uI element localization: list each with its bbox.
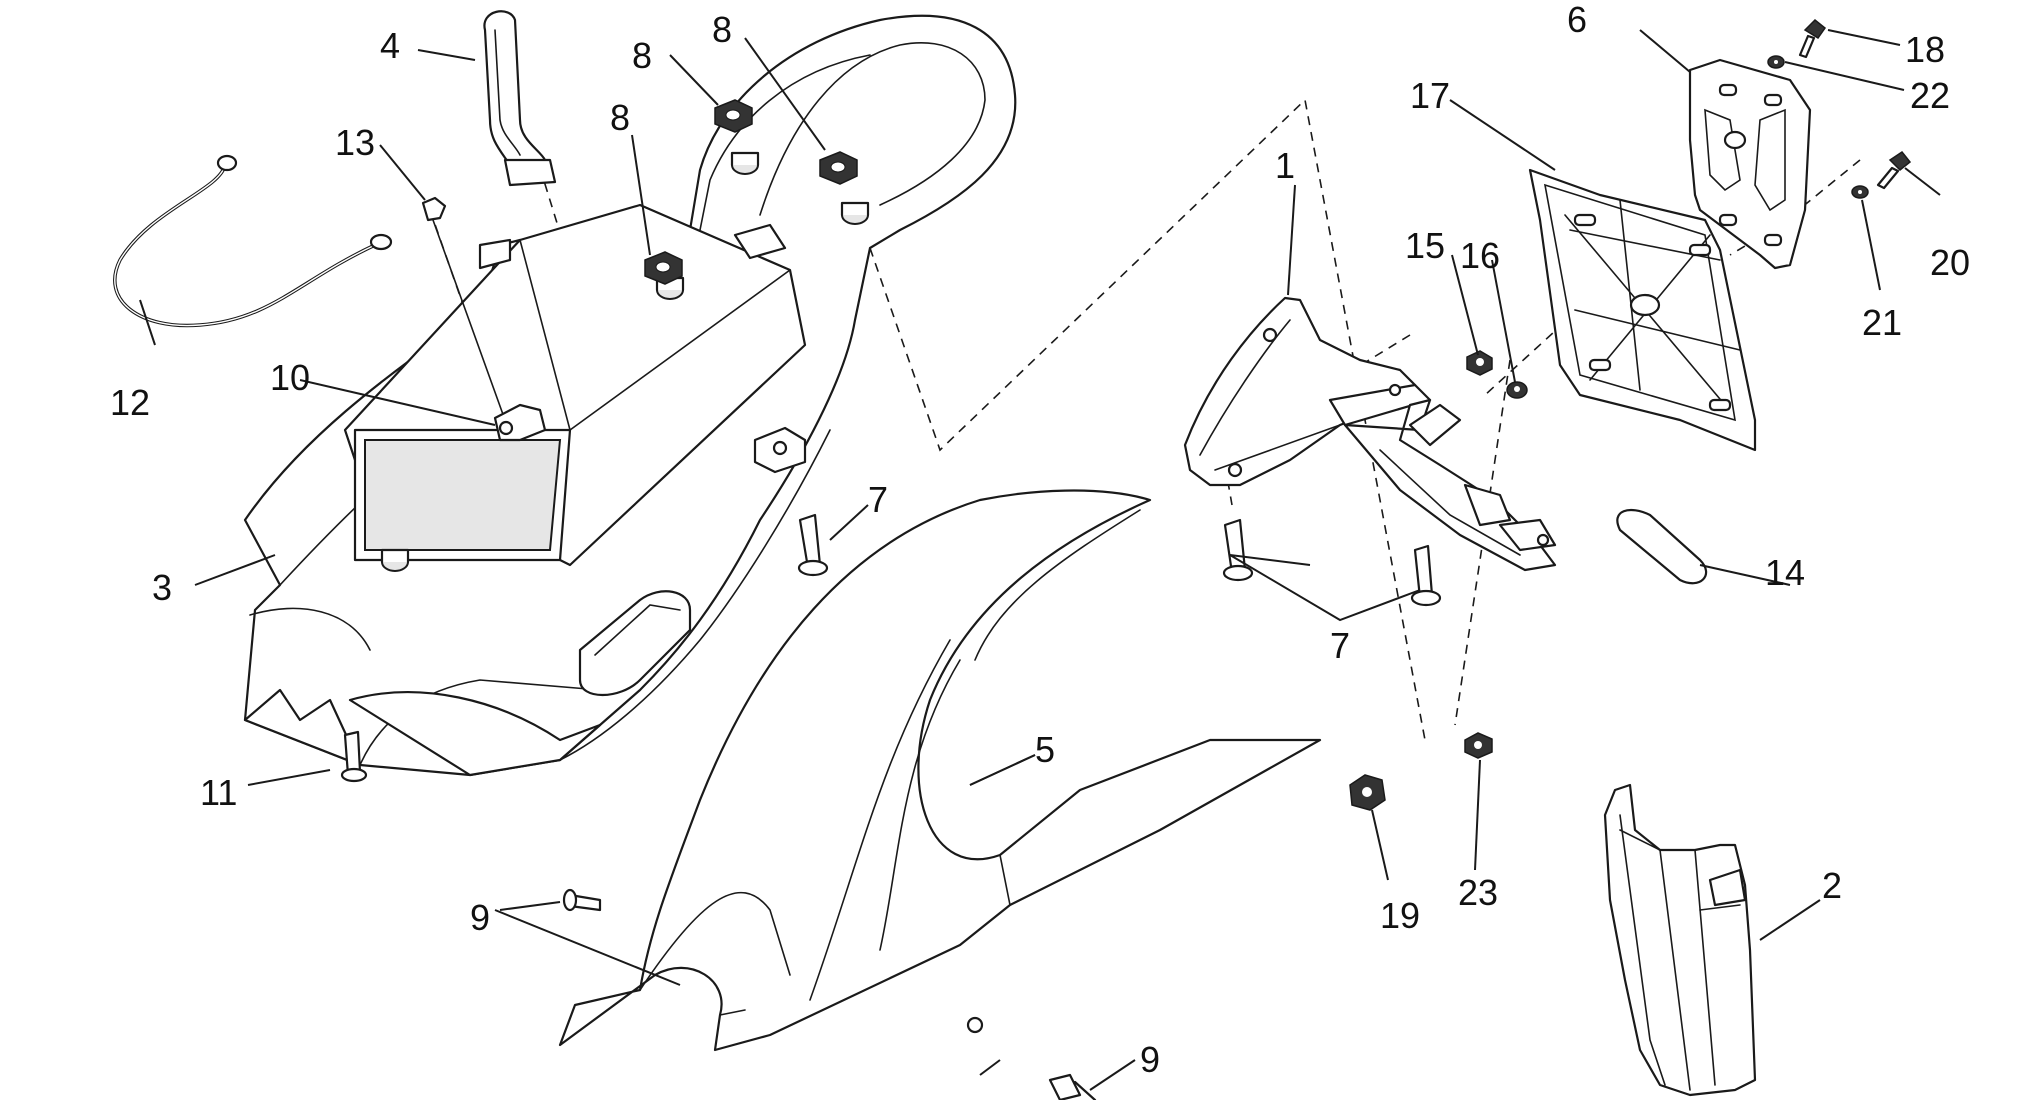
part-23-nut	[1464, 732, 1493, 759]
part-5-rear-hugger	[558, 489, 1322, 1052]
callout-13: 13	[335, 122, 375, 163]
part-13-screw	[421, 196, 506, 421]
part-9-screws	[562, 888, 1097, 1100]
part-7-screws	[797, 513, 1442, 607]
part-17-plate-mount	[1528, 168, 1757, 452]
callout-23: 23	[1458, 872, 1498, 913]
part-20-screw	[1876, 150, 1912, 190]
part-18-screw	[1798, 18, 1827, 59]
callout-labels: 1 2 3 4 5 6 7 7 8 8 8 9 9 10 11 12 13 14…	[110, 0, 1970, 1080]
callout-7b: 7	[1330, 625, 1350, 666]
part-6-plate-support	[1688, 58, 1812, 270]
callout-18: 18	[1905, 29, 1945, 70]
part-14-reflector	[1616, 508, 1708, 585]
callout-21: 21	[1862, 302, 1902, 343]
part-11-screw	[340, 730, 368, 783]
part-21-washer	[1851, 185, 1869, 199]
callout-11: 11	[200, 772, 237, 813]
part-10-clip	[493, 403, 547, 442]
callout-3: 3	[152, 567, 172, 608]
part-3-rear-tail	[243, 14, 1017, 777]
callout-20: 20	[1930, 242, 1970, 283]
part-4-handle	[483, 10, 557, 187]
callout-12: 12	[110, 382, 150, 423]
callout-8c: 8	[610, 97, 630, 138]
callout-9b: 9	[1140, 1039, 1160, 1080]
part-12-cable	[113, 154, 393, 328]
leader-lines	[139, 29, 1941, 1091]
part-2-mud-flap	[1603, 783, 1757, 1097]
callout-16: 16	[1460, 235, 1500, 276]
callout-9a: 9	[470, 897, 490, 938]
part-8-nuts	[644, 99, 858, 285]
part-15-nut	[1466, 350, 1493, 376]
callout-2: 2	[1822, 865, 1842, 906]
part-1-plate-bracket	[1183, 296, 1557, 572]
callout-6: 6	[1567, 0, 1587, 40]
part-22-washer	[1767, 55, 1785, 69]
callout-5: 5	[1035, 729, 1055, 770]
callout-8a: 8	[632, 35, 652, 76]
callout-17: 17	[1410, 75, 1450, 116]
callout-4: 4	[380, 25, 400, 66]
callout-1: 1	[1275, 145, 1295, 186]
callout-22: 22	[1910, 75, 1950, 116]
callout-15: 15	[1405, 225, 1445, 266]
callout-19: 19	[1380, 895, 1420, 936]
callout-10: 10	[270, 357, 310, 398]
callout-8b: 8	[712, 9, 732, 50]
callout-7a: 7	[868, 479, 888, 520]
part-16-washer	[1506, 381, 1528, 399]
callout-14: 14	[1765, 552, 1805, 593]
part-19-nut	[1349, 774, 1386, 811]
